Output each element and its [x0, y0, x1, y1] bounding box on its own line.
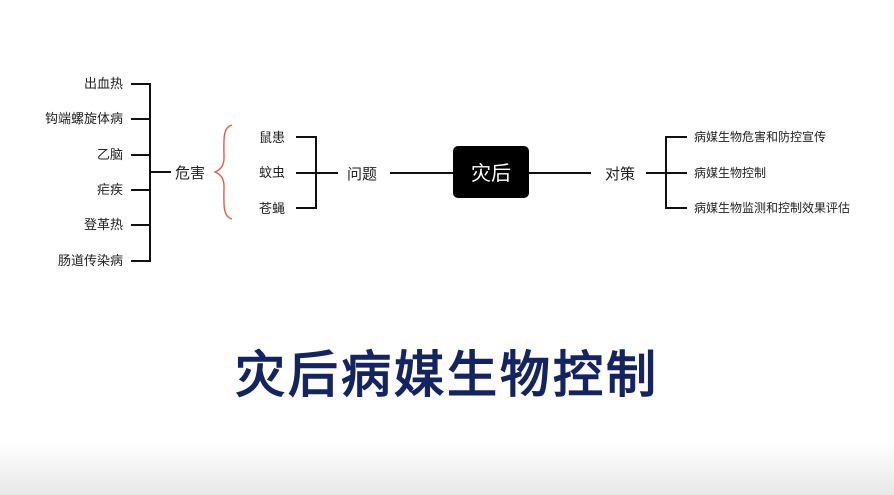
strategy-label: 对策	[605, 165, 635, 183]
strategy-item-2: 病媒生物控制	[694, 165, 766, 180]
problem-label: 问题	[347, 165, 377, 183]
problem-bracket	[296, 136, 338, 209]
harm-item-4: 疟疾	[97, 183, 123, 198]
strategy-item-1: 病媒生物危害和防控宣传	[694, 129, 826, 144]
center-node-label: 灾后	[471, 161, 511, 185]
problem-item-2: 蚊虫	[259, 166, 285, 181]
harm-item-2: 钩端螺旋体病	[45, 112, 123, 127]
strategy-item-3: 病媒生物监测和控制效果评估	[694, 200, 850, 215]
harm-item-6: 肠道传染病	[58, 254, 123, 269]
problem-list: 鼠患 蚊虫 苍蝇	[259, 131, 285, 217]
problem-item-3: 苍蝇	[259, 202, 285, 217]
page-title: 灾后病媒生物控制	[235, 346, 659, 404]
center-node-box	[453, 146, 529, 198]
harm-label: 危害	[175, 164, 205, 182]
strategy-list: 病媒生物危害和防控宣传 病媒生物控制 病媒生物监测和控制效果评估	[694, 129, 850, 215]
bottom-fade	[0, 443, 894, 495]
strategy-bracket	[646, 136, 687, 209]
harm-item-1: 出血热	[84, 77, 123, 92]
harm-list: 出血热 钩端螺旋体病 乙脑 疟疾 登革热 肠道传染病	[45, 77, 123, 269]
harm-item-3: 乙脑	[97, 148, 123, 163]
problem-item-1: 鼠患	[259, 131, 285, 146]
harm-bracket	[131, 83, 171, 262]
center-node: 灾后	[453, 146, 529, 198]
harm-brace	[213, 124, 233, 220]
harm-item-5: 登革热	[84, 218, 123, 233]
